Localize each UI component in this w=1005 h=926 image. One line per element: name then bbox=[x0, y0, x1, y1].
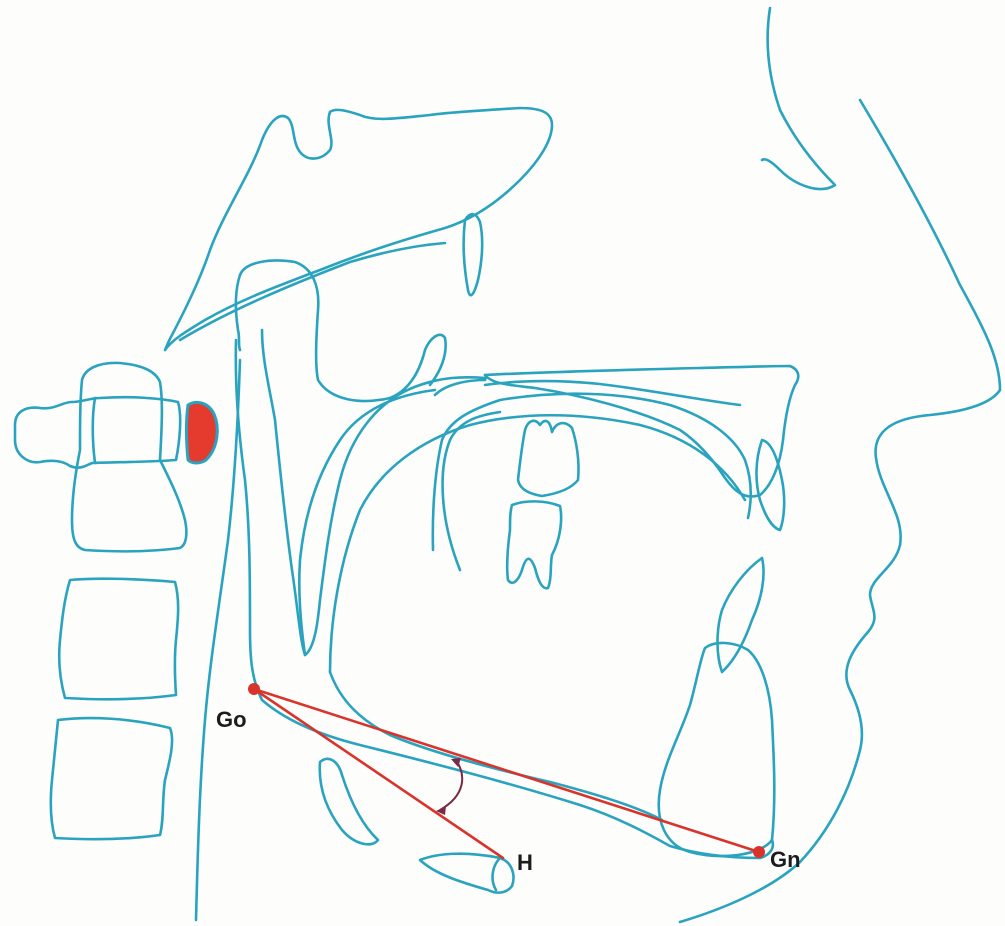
gnathion-point bbox=[753, 846, 765, 858]
mandible bbox=[236, 330, 774, 858]
upper-molar bbox=[518, 421, 579, 496]
lower-incisor bbox=[718, 558, 764, 672]
lower-molar bbox=[507, 501, 561, 588]
mandibular-body-lower bbox=[330, 672, 662, 820]
forehead-nose-lip-chin-contour bbox=[680, 100, 1000, 922]
sella-loop bbox=[240, 261, 446, 401]
landmark-labels: Go Gn H bbox=[216, 707, 801, 875]
epiglottis bbox=[320, 759, 378, 844]
axis-dens bbox=[72, 363, 186, 551]
hyoid-label: H bbox=[517, 850, 533, 875]
c3-vertebra bbox=[59, 579, 178, 700]
c1-arch-detail bbox=[93, 398, 95, 463]
ramus-inner bbox=[262, 330, 485, 655]
measurement-lines bbox=[254, 689, 759, 858]
coronoid-process bbox=[299, 390, 435, 655]
posterior-pharynx-upper bbox=[236, 275, 240, 350]
inner-palatal-curve bbox=[443, 412, 500, 570]
clivus-and-sphenoid bbox=[165, 108, 552, 350]
cervical-vertebrae bbox=[15, 363, 186, 839]
gonion-gnathion-line bbox=[254, 689, 759, 852]
orbit-soft-contour bbox=[762, 8, 835, 189]
mandibular-canal bbox=[330, 415, 745, 672]
nasal-floor bbox=[485, 381, 740, 405]
palatal-plane bbox=[485, 366, 798, 496]
maxilla bbox=[433, 366, 798, 570]
highlighted-adenoid-region bbox=[187, 402, 218, 463]
soft-tissue-profile bbox=[680, 8, 1000, 922]
hyoid-inner bbox=[493, 858, 500, 890]
pterygoid-plate bbox=[464, 214, 483, 295]
gnathion-label: Gn bbox=[770, 847, 801, 872]
atlas-c1 bbox=[15, 397, 180, 467]
gonion-label: Go bbox=[216, 707, 247, 732]
molars bbox=[507, 421, 578, 588]
basisphenoid-line bbox=[180, 243, 445, 340]
gonion-point bbox=[248, 683, 260, 695]
cranial-base bbox=[165, 108, 552, 401]
c4-vertebra bbox=[51, 718, 172, 839]
